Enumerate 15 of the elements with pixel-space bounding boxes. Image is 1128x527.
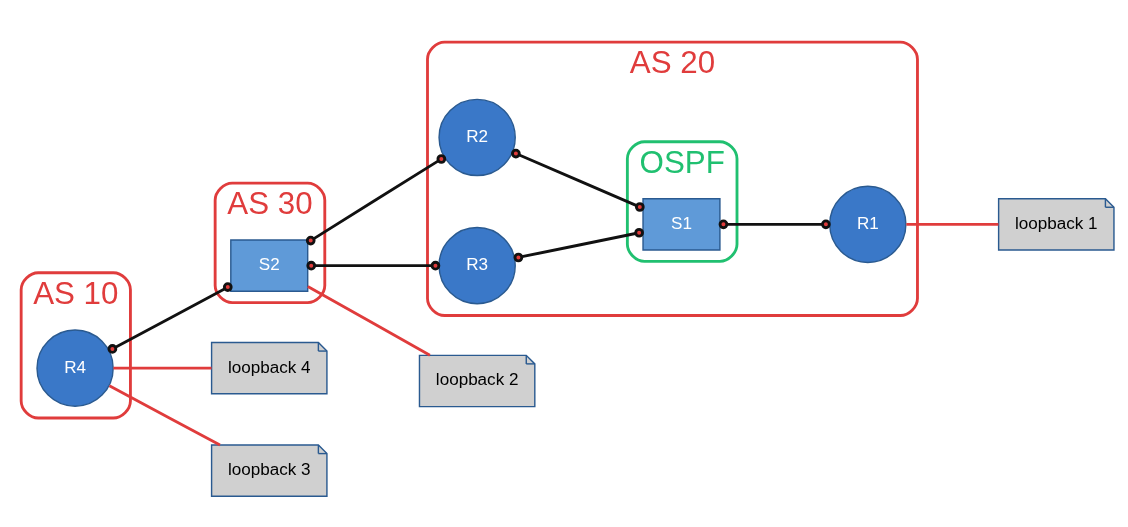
connector [307,285,431,357]
connector [108,384,221,447]
node-circle: R1 [829,185,907,264]
connector [718,219,831,230]
node-circle: R4 [36,329,114,407]
connector [107,282,233,354]
connector [113,366,212,370]
connector [906,222,999,226]
node-circle: R3 [438,226,516,305]
node-box: S1 [642,198,721,251]
connector [305,154,447,246]
node-box: S2 [230,239,309,292]
connector [513,227,644,263]
connector [511,148,645,212]
connector [306,260,441,271]
